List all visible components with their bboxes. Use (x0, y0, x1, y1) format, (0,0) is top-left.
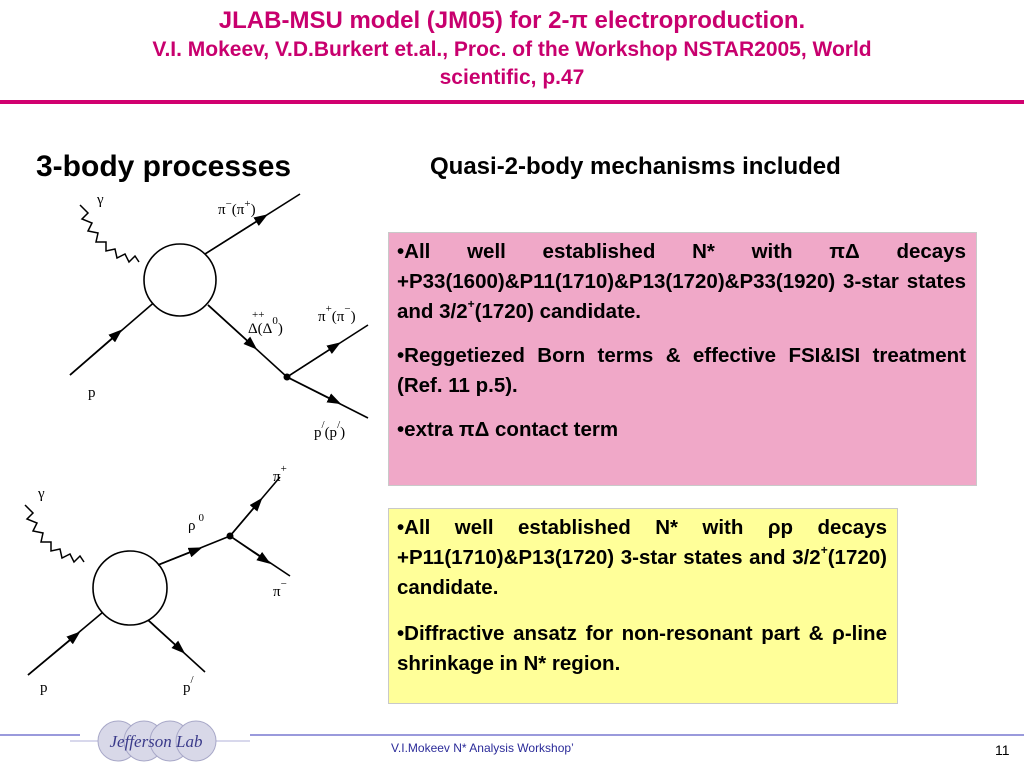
rho-symbol: ρ (832, 622, 845, 645)
title-line1-text-end: electroproduction. (587, 7, 806, 34)
footer-text: V.I.Mokeev N* Analysis Workshop’ (391, 741, 574, 755)
svg-text:π+: π+ (273, 463, 287, 485)
slide-title: JLAB-MSU model (JM05) for 2-π electropro… (0, 6, 1024, 92)
list-item: •Reggetiezed Born terms & effective FSI&… (397, 344, 966, 397)
pi-delta-mechanisms-box: •All well established N* with πΔ decays … (388, 232, 977, 486)
interaction-blob-2 (92, 550, 168, 626)
rho-mechanisms-box: •All well established N* with ρp decays … (388, 508, 898, 704)
svg-text:π+(π−): π+(π−) (318, 303, 356, 325)
interaction-blob (143, 243, 217, 317)
list-item: •All well established N* with ρp decays … (397, 516, 887, 599)
footer-rule-left (0, 734, 80, 736)
svg-text:π−: π− (273, 578, 287, 600)
svg-text:π−(π+): π−(π+) (218, 198, 256, 218)
quasi-two-body-heading: Quasi-2-body mechanisms included (430, 153, 841, 180)
diagram-pi-delta: γ π−(π+) ++ Δ(Δ0) π+(π−) p p/(p/) (69, 192, 369, 441)
proton-in-label: p (88, 385, 96, 401)
title-underline (0, 100, 1024, 104)
rho-symbol: ρ (767, 516, 781, 539)
list-item: •extra πΔ contact term (397, 418, 619, 441)
page-number: 11 (995, 742, 1010, 758)
footer-rule-right (250, 734, 1024, 736)
delta-charge: ++ (252, 309, 264, 321)
svg-text:p/(p/): p/(p/) (314, 419, 345, 441)
pi-delta-symbol: πΔ (458, 418, 490, 441)
pi-delta-symbol: πΔ (829, 240, 860, 263)
svg-text:ρ0: ρ0 (188, 512, 205, 534)
list-item: •All well established N* with πΔ decays … (397, 240, 966, 323)
proton-in-label-2: p (40, 680, 48, 696)
three-body-heading: 3-body processes (36, 150, 292, 183)
photon-line (79, 204, 140, 264)
title-reference-line: V.I. Mokeev, V.D.Burkert et.al., Proc. o… (152, 38, 872, 61)
title-pi-symbol: π (569, 7, 588, 34)
list-item: •Diffractive ansatz for non-resonant par… (397, 622, 887, 675)
svg-text:Jefferson Lab: Jefferson Lab (109, 732, 202, 751)
title-reference-line-2: scientific, p.47 (439, 66, 585, 89)
title-line1-text: JLAB-MSU model (JM05) for 2- (218, 7, 570, 34)
svg-text:p/: p/ (183, 674, 195, 696)
gamma-label-2: γ (37, 486, 45, 502)
jefferson-lab-logo: Jefferson Lab (70, 720, 250, 762)
svg-text:Δ(Δ0): Δ(Δ0) (248, 315, 283, 337)
gamma-label: γ (96, 192, 104, 208)
photon-line-2 (24, 504, 85, 564)
